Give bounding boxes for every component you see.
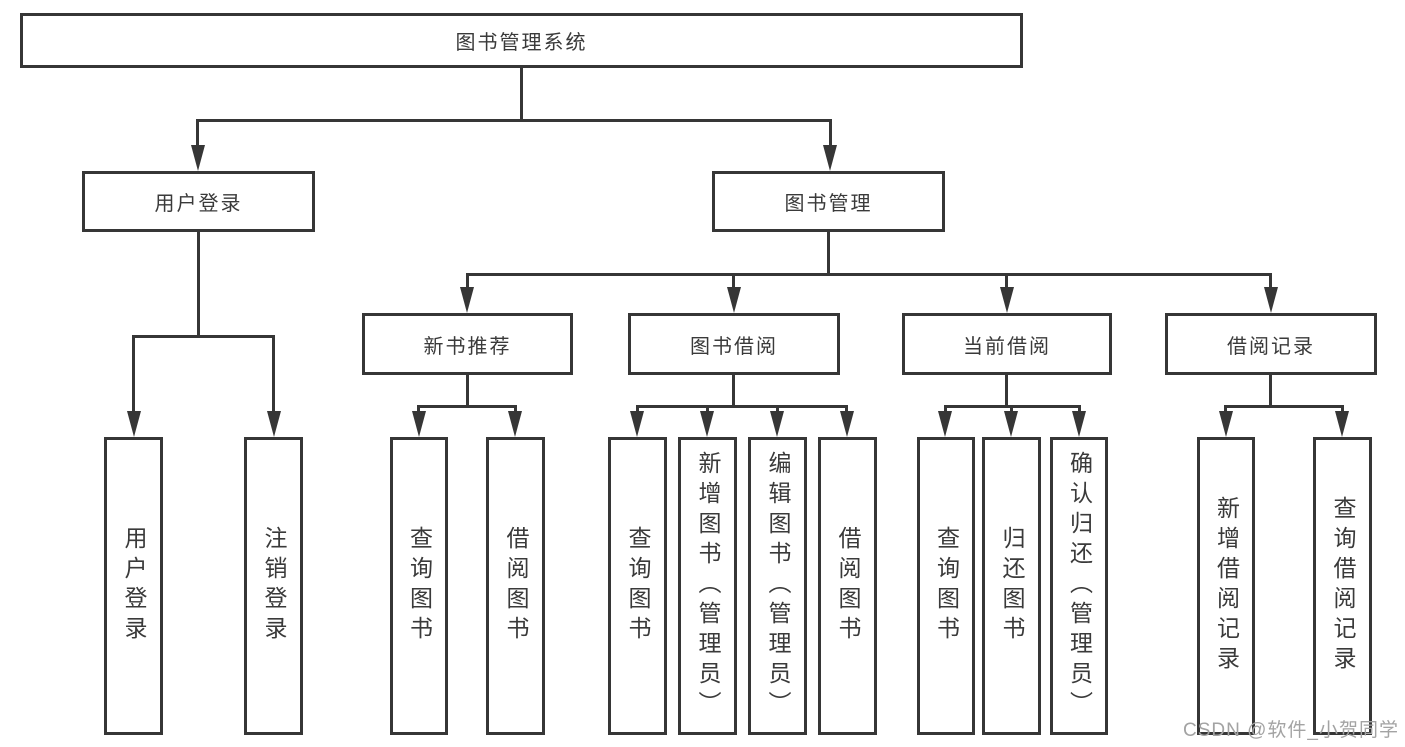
node-borrowing-records-label: 借阅记录 xyxy=(1227,335,1315,358)
arrow-down-icon xyxy=(630,411,644,437)
connector-line xyxy=(514,405,517,415)
node-leaf-br-query-record-label: 查询借阅记录 xyxy=(1330,496,1356,676)
node-root: 图书管理系统 xyxy=(20,13,1023,68)
node-user-login: 用户登录 xyxy=(82,171,315,232)
node-book-management-label: 图书管理 xyxy=(784,193,873,215)
node-leaf-nb-query-books: 查询图书 xyxy=(390,437,448,735)
connector-line xyxy=(196,119,199,148)
node-leaf-br-query-record: 查询借阅记录 xyxy=(1313,437,1372,735)
connector-line xyxy=(1005,273,1008,291)
watermark: CSDN @软件_小贺同学 xyxy=(1183,720,1399,741)
connector-line xyxy=(466,273,469,291)
node-book-borrowing: 图书借阅 xyxy=(628,313,840,375)
node-leaf-cb-return-books-label: 归还图书 xyxy=(999,526,1025,646)
connector-line xyxy=(636,405,848,408)
arrow-down-icon xyxy=(1264,287,1278,313)
connector-line xyxy=(1078,405,1081,415)
node-leaf-user-login: 用户登录 xyxy=(104,437,163,735)
connector-line xyxy=(829,119,832,148)
connector-line xyxy=(1269,375,1272,408)
connector-line xyxy=(1224,405,1344,408)
connector-line xyxy=(1010,405,1013,415)
arrow-down-icon xyxy=(1004,411,1018,437)
connector-line xyxy=(944,405,947,415)
arrow-down-icon xyxy=(267,411,281,437)
node-leaf-bb-borrow-books-label: 借阅图书 xyxy=(835,526,861,646)
node-leaf-bb-query-books: 查询图书 xyxy=(608,437,667,735)
node-user-login-label: 用户登录 xyxy=(154,193,243,215)
connector-line xyxy=(132,335,135,414)
connector-line xyxy=(466,273,1272,276)
arrow-down-icon xyxy=(412,411,426,437)
arrow-down-icon xyxy=(1219,411,1233,437)
node-leaf-nb-query-books-label: 查询图书 xyxy=(406,526,433,646)
connector-line xyxy=(845,405,848,415)
node-leaf-bb-add-books-admin: 新增图书（管理员） xyxy=(678,437,737,735)
arrow-down-icon xyxy=(508,411,522,437)
node-leaf-logout-label: 注销登录 xyxy=(261,526,287,646)
connector-line xyxy=(776,405,779,415)
connector-line xyxy=(417,405,420,415)
arrow-down-icon xyxy=(700,411,714,437)
node-borrowing-records: 借阅记录 xyxy=(1165,313,1377,375)
node-new-book-recommend: 新书推荐 xyxy=(362,313,573,375)
arrow-down-icon xyxy=(1000,287,1014,313)
node-leaf-cb-return-books: 归还图书 xyxy=(982,437,1041,735)
node-leaf-bb-edit-books-admin: 编辑图书（管理员） xyxy=(748,437,807,735)
connector-line xyxy=(1341,405,1344,415)
node-leaf-bb-query-books-label: 查询图书 xyxy=(625,526,651,646)
node-leaf-cb-confirm-return-admin: 确认归还（管理员） xyxy=(1050,437,1108,735)
arrow-down-icon xyxy=(727,287,741,313)
connector-line xyxy=(636,405,639,415)
node-leaf-bb-edit-books-admin-label: 编辑图书（管理员） xyxy=(765,451,791,721)
node-leaf-logout: 注销登录 xyxy=(244,437,303,735)
arrow-down-icon xyxy=(938,411,952,437)
arrow-down-icon xyxy=(1335,411,1349,437)
node-current-borrowing-label: 当前借阅 xyxy=(963,335,1051,358)
connector-line xyxy=(466,375,469,408)
node-leaf-br-add-record-label: 新增借阅记录 xyxy=(1213,496,1240,676)
node-current-borrowing: 当前借阅 xyxy=(902,313,1112,375)
connector-line xyxy=(1005,375,1008,408)
connector-line xyxy=(1269,273,1272,291)
arrow-down-icon xyxy=(823,145,837,171)
node-leaf-br-add-record: 新增借阅记录 xyxy=(1197,437,1255,735)
connector-line xyxy=(417,405,517,408)
connector-line xyxy=(197,232,200,338)
connector-line xyxy=(520,68,523,121)
connector-line xyxy=(132,335,275,338)
node-leaf-cb-query-books-label: 查询图书 xyxy=(933,526,960,646)
arrow-down-icon xyxy=(840,411,854,437)
node-leaf-bb-add-books-admin-label: 新增图书（管理员） xyxy=(695,451,721,721)
connector-line xyxy=(732,375,735,408)
connector-line xyxy=(732,273,735,291)
arrow-down-icon xyxy=(191,145,205,171)
arrow-down-icon xyxy=(1072,411,1086,437)
node-leaf-cb-confirm-return-admin-label: 确认归还（管理员） xyxy=(1066,451,1093,721)
connector-line xyxy=(827,232,830,276)
node-book-management: 图书管理 xyxy=(712,171,945,232)
node-new-book-recommend-label: 新书推荐 xyxy=(423,335,512,358)
connector-line xyxy=(196,119,832,122)
node-root-label: 图书管理系统 xyxy=(455,32,588,54)
arrow-down-icon xyxy=(460,287,474,313)
connector-line xyxy=(1224,405,1227,415)
node-leaf-nb-borrow-books-label: 借阅图书 xyxy=(503,526,529,646)
arrow-down-icon xyxy=(127,411,141,437)
node-leaf-nb-borrow-books: 借阅图书 xyxy=(486,437,545,735)
node-leaf-user-login-label: 用户登录 xyxy=(121,526,147,646)
connector-line xyxy=(272,335,275,414)
arrow-down-icon xyxy=(770,411,784,437)
node-leaf-bb-borrow-books: 借阅图书 xyxy=(818,437,877,735)
connector-line xyxy=(706,405,709,415)
node-book-borrowing-label: 图书借阅 xyxy=(690,335,778,358)
node-leaf-cb-query-books: 查询图书 xyxy=(917,437,975,735)
